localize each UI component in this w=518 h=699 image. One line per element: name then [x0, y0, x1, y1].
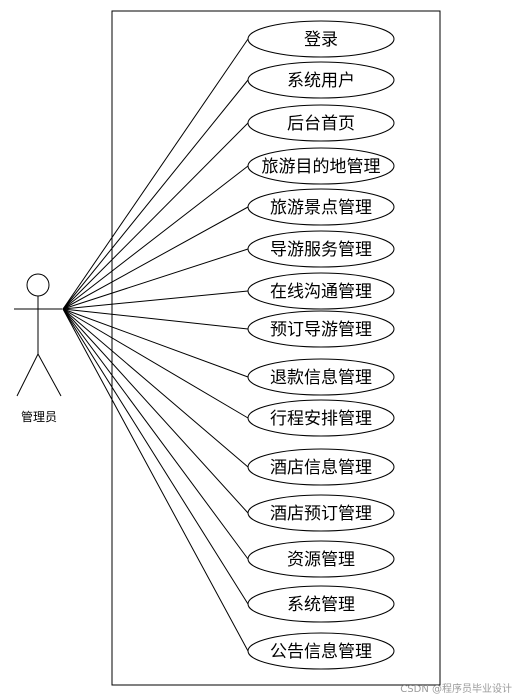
association-line [62, 308, 249, 330]
use-case: 导游服务管理 [247, 230, 395, 268]
association-line [62, 38, 249, 310]
use-case: 酒店预订管理 [247, 494, 395, 532]
association-line [62, 308, 249, 605]
use-case: 系统用户 [247, 61, 395, 99]
actor-label: 管理员 [21, 409, 57, 424]
use-case-ellipse [247, 188, 395, 226]
association-line [62, 308, 249, 560]
use-case: 旅游目的地管理 [247, 147, 395, 185]
use-case-label: 公告信息管理 [270, 642, 372, 662]
use-case-label: 退款信息管理 [270, 368, 372, 388]
use-case-ellipse [247, 272, 395, 310]
actor-left-leg [16, 353, 39, 397]
use-case-list: 登录系统用户后台首页旅游目的地管理旅游景点管理导游服务管理在线沟通管理预订导游管… [247, 20, 395, 670]
association-line [62, 206, 249, 310]
watermark: CSDN @程序员毕业设计 [400, 682, 512, 695]
use-case-label: 后台首页 [287, 114, 355, 134]
use-case-label: 系统用户 [287, 71, 355, 91]
use-case-ellipse [247, 358, 395, 396]
actor-right-leg [37, 353, 62, 397]
use-case-label: 旅游景点管理 [270, 198, 372, 218]
association-line [62, 122, 249, 310]
use-case-label: 资源管理 [287, 550, 355, 570]
use-case-label: 行程安排管理 [270, 409, 372, 429]
use-case: 在线沟通管理 [247, 272, 395, 310]
actor-head [26, 273, 50, 297]
association-line [62, 290, 249, 310]
use-case-ellipse [247, 585, 395, 623]
use-case: 资源管理 [247, 540, 395, 578]
use-case: 后台首页 [247, 104, 395, 142]
use-case-ellipse [247, 310, 395, 348]
use-case-label: 登录 [304, 30, 338, 50]
use-case: 系统管理 [247, 585, 395, 623]
use-case-label: 预订导游管理 [270, 320, 372, 340]
use-case-label: 酒店信息管理 [270, 458, 372, 478]
association-line [62, 308, 249, 468]
use-case-ellipse [247, 632, 395, 670]
use-case-ellipse [247, 147, 395, 185]
use-case-label: 系统管理 [287, 595, 355, 615]
use-case: 退款信息管理 [247, 358, 395, 396]
association-line [62, 308, 249, 378]
use-case: 行程安排管理 [247, 399, 395, 437]
use-case-ellipse [247, 448, 395, 486]
use-case-ellipse [247, 20, 395, 58]
use-case-ellipse [247, 104, 395, 142]
association-line [62, 79, 249, 310]
use-case-ellipse [247, 230, 395, 268]
association-lines [62, 38, 249, 652]
actor-figure [14, 273, 62, 397]
association-line [62, 248, 249, 310]
association-line [62, 308, 249, 419]
association-line [62, 165, 249, 310]
use-case-label: 导游服务管理 [270, 240, 372, 260]
use-case-ellipse [247, 540, 395, 578]
use-case: 预订导游管理 [247, 310, 395, 348]
use-case-ellipse [247, 494, 395, 532]
use-case-ellipse [247, 61, 395, 99]
use-case-label: 旅游目的地管理 [262, 157, 381, 177]
association-line [62, 308, 249, 514]
association-line [62, 308, 249, 652]
use-case: 酒店信息管理 [247, 448, 395, 486]
use-case-label: 在线沟通管理 [270, 282, 372, 302]
use-case: 旅游景点管理 [247, 188, 395, 226]
system-boundary [111, 10, 441, 686]
use-case-ellipse [247, 399, 395, 437]
use-case-label: 酒店预订管理 [270, 504, 372, 524]
use-case: 公告信息管理 [247, 632, 395, 670]
use-case: 登录 [247, 20, 395, 58]
